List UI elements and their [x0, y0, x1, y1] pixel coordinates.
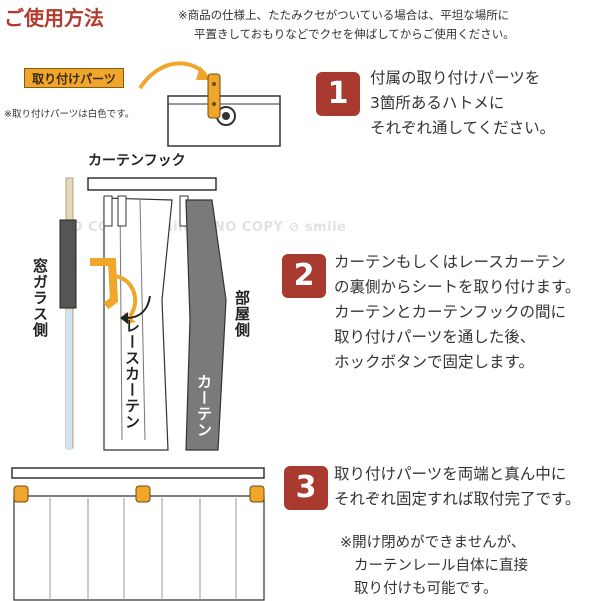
step-2-badge: 2 [282, 254, 326, 298]
hook-1 [103, 195, 113, 227]
step-3-badge: 3 [284, 466, 328, 510]
parts-orange [90, 258, 119, 310]
header-note-line-1: ※商品の仕様上、たたみクセがついている場合は、平坦な場所に [178, 8, 510, 22]
header-note-line-2: 平置きしておもりなどでクセを伸ばしてからご使用ください。 [194, 27, 515, 41]
step-2-line-5: ホックボタンで固定します。 [334, 353, 534, 371]
step-3-note-line-3: 取り付けも可能です。 [354, 581, 498, 597]
step-1-badge: 1 [316, 72, 360, 116]
step-1-line-2: 3箇所あるハトメに [370, 94, 505, 112]
parts-strip [207, 73, 221, 119]
step-2-line-3: カーテンとカーテンフックの間に [334, 303, 567, 321]
step-2-line-4: 取り付けパーツを通した後、 [334, 328, 536, 346]
step-2-text: カーテンもしくはレースカーテン の裏側からシートを取り付けます。 カーテンとカー… [334, 250, 580, 375]
parts-clip-middle [135, 485, 151, 503]
lace-label: レースカーテン [123, 318, 141, 430]
page-title: ご使用方法 [4, 6, 104, 30]
window-label: 窓ガラス側 [31, 258, 49, 338]
curtain-label: カーテン [195, 374, 213, 438]
step-1-line-3: それぞれ通してください。 [370, 119, 556, 137]
rail-3 [11, 467, 265, 479]
parts-clip-right [249, 485, 265, 503]
parts-note: ※取り付けパーツは白色です。 [4, 109, 135, 120]
window-frame [59, 219, 77, 309]
step-3-note: ※開け閉めができませんが、 カーテンレール自体に直接 取り付けも可能です。 [340, 532, 528, 601]
parts-clip-left [13, 485, 29, 503]
step-2-line-2: の裏側からシートを取り付けます。 [334, 278, 581, 296]
step-3-line-1: 取り付けパーツを両端と真ん中に [334, 465, 567, 483]
curtain-panel-3 [13, 495, 265, 601]
hook-label: カーテンフック [88, 153, 186, 169]
step-1-text: 付属の取り付けパーツを 3箇所あるハトメに それぞれ通してください。 [370, 66, 555, 141]
step-3-text: 取り付けパーツを両端と真ん中に それぞれ固定すれば取付完了です。 [334, 462, 580, 512]
parts-label: 取り付けパーツ [24, 68, 124, 88]
step2-arrow-icon [111, 274, 138, 318]
black-arrow-icon [125, 295, 151, 319]
step-3-note-line-2: カーテンレール自体に直接 [354, 558, 528, 574]
room-label: 部屋側 [233, 290, 251, 338]
header-note: ※商品の仕様上、たたみクセがついている場合は、平坦な場所に 平置きしておもりなど… [178, 6, 598, 44]
step-2-line-1: カーテンもしくはレースカーテン [334, 253, 566, 271]
gray-curtain [185, 199, 227, 451]
step-1-line-1: 付属の取り付けパーツを [370, 69, 541, 87]
step-3-line-2: それぞれ固定すれば取付完了です。 [334, 490, 581, 508]
hook-2 [117, 195, 127, 227]
step-3-note-line-1: ※開け閉めができませんが、 [340, 535, 526, 551]
curtain-rail [87, 177, 217, 191]
